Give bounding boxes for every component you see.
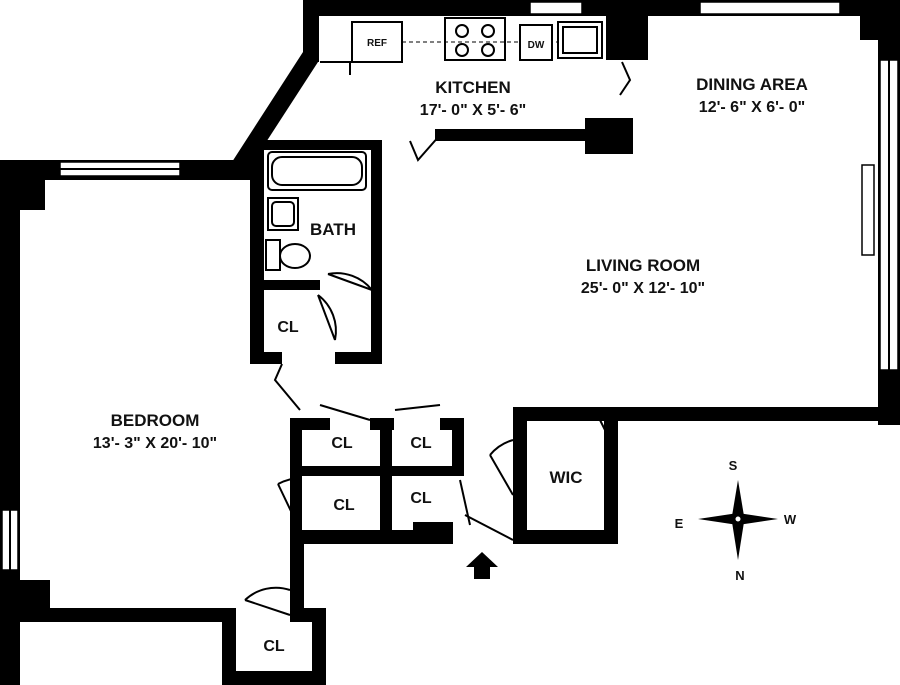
wic-name: WIC <box>549 468 582 487</box>
kitchen-fixtures: REF DW <box>351 17 603 63</box>
doors <box>244 61 632 616</box>
kitchen-dims: 17'- 0" X 5'- 6" <box>420 102 526 119</box>
toilet-tank <box>265 239 281 271</box>
bedroom-dims: 13'- 3" X 20'- 10" <box>93 435 217 452</box>
room-labels: KITCHEN 17'- 0" X 5'- 6" DINING AREA 12'… <box>93 75 808 655</box>
entry-arrow-icon <box>466 552 498 579</box>
closet-center-1: CL <box>331 435 353 452</box>
dishwasher-label: DW <box>528 40 545 51</box>
closet-center-3: CL <box>333 497 355 514</box>
toilet-bowl <box>279 243 311 269</box>
refrigerator <box>351 21 403 63</box>
closet-center-2: CL <box>410 435 432 452</box>
living-dims: 25'- 0" X 12'- 10" <box>581 280 705 297</box>
refrigerator-label: REF <box>367 38 387 49</box>
windows <box>1 1 899 571</box>
bedroom-name: BEDROOM <box>111 411 200 430</box>
compass-s: S <box>729 458 738 473</box>
compass-n: N <box>735 568 744 583</box>
compass-w: W <box>784 512 797 527</box>
stove <box>444 17 506 61</box>
living-name: LIVING ROOM <box>586 256 700 275</box>
bath-fixtures <box>265 151 367 271</box>
kitchen-name: KITCHEN <box>435 78 511 97</box>
dining-name: DINING AREA <box>696 75 808 94</box>
bath-name: BATH <box>310 220 356 239</box>
closet-center-4: CL <box>410 490 432 507</box>
compass-e: E <box>675 516 684 531</box>
dishwasher <box>519 24 553 61</box>
compass-icon: S N E W <box>675 458 797 583</box>
closet-bath: CL <box>277 319 299 336</box>
dining-dims: 12'- 6" X 6'- 0" <box>699 99 805 116</box>
closet-bottom: CL <box>263 638 285 655</box>
